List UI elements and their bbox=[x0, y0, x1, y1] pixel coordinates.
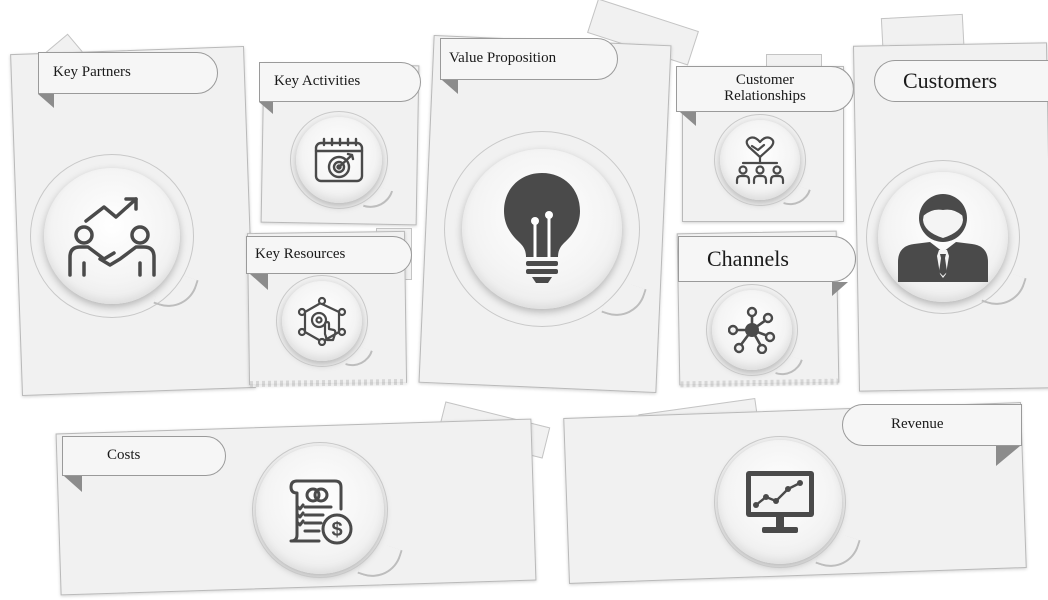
key-partners-label: Key Partners bbox=[53, 64, 131, 81]
tab-fold bbox=[996, 446, 1020, 466]
torn-edge bbox=[680, 378, 839, 388]
customer-relationships-label-line2: Relationships bbox=[724, 88, 806, 104]
key-activities-circle bbox=[290, 111, 394, 215]
tab-fold bbox=[832, 282, 848, 296]
customers-tab: Customers bbox=[874, 60, 1048, 102]
channels-label: Channels bbox=[707, 246, 789, 272]
circle-ring bbox=[444, 131, 640, 327]
costs-circle: $ bbox=[252, 442, 403, 585]
circle-ring bbox=[276, 275, 368, 367]
revenue-label: Revenue bbox=[891, 416, 944, 433]
circle-ring bbox=[706, 284, 798, 376]
key-activities-tab: Key Activities bbox=[259, 62, 421, 102]
customer-relationships-label-line1: Customer bbox=[735, 72, 795, 89]
customers-circle bbox=[866, 160, 1027, 314]
costs-label: Costs bbox=[107, 447, 141, 464]
tab-fold bbox=[680, 112, 696, 126]
tab-fold bbox=[250, 274, 268, 290]
tab-fold bbox=[38, 94, 54, 108]
circle-ring bbox=[290, 111, 388, 209]
costs-tab: Costs bbox=[62, 436, 226, 476]
value-proposition-label: Value Proposition bbox=[449, 50, 557, 67]
customers-label: Customers bbox=[903, 68, 998, 94]
customer-relationships-circle bbox=[714, 114, 811, 211]
tab-fold bbox=[64, 476, 82, 492]
value-proposition-tab: Value Proposition bbox=[440, 38, 618, 80]
torn-edge bbox=[250, 378, 407, 388]
customer-relationships-tab: Customer Relationships bbox=[676, 66, 854, 112]
circle-ring bbox=[714, 436, 846, 568]
circle-ring bbox=[866, 160, 1020, 314]
value-proposition-circle bbox=[444, 131, 647, 327]
revenue-tab: Revenue bbox=[842, 404, 1022, 446]
key-resources-tab: Key Resources bbox=[246, 236, 412, 274]
circle-ring bbox=[252, 442, 388, 578]
key-partners-circle bbox=[30, 154, 199, 318]
tab-fold bbox=[442, 80, 458, 94]
channels-circle bbox=[706, 284, 803, 381]
circle-ring bbox=[714, 114, 806, 206]
revenue-circle bbox=[714, 436, 861, 575]
key-resources-label: Key Resources bbox=[255, 246, 346, 263]
channels-tab: Channels bbox=[678, 236, 856, 282]
circle-ring bbox=[30, 154, 194, 318]
key-resources-circle bbox=[276, 275, 373, 372]
key-partners-tab: Key Partners bbox=[38, 52, 218, 94]
tab-fold bbox=[259, 102, 273, 114]
key-activities-label: Key Activities bbox=[274, 73, 361, 90]
